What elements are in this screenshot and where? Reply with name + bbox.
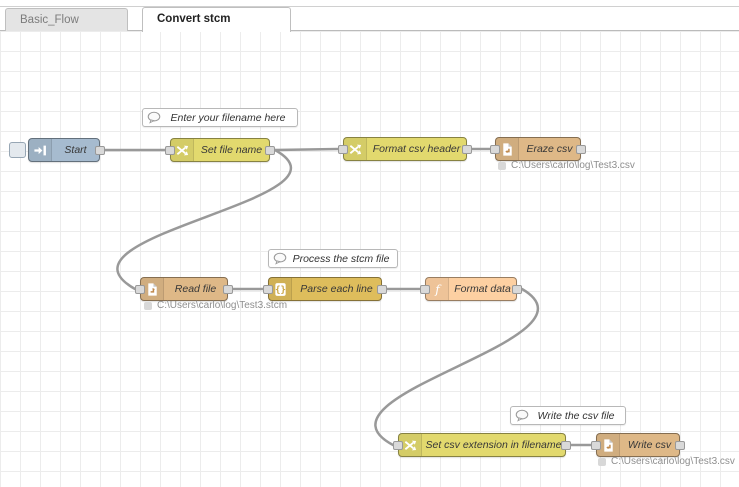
node-label: Read file	[174, 283, 217, 295]
output-port[interactable]	[223, 285, 233, 294]
status-indicator	[144, 301, 152, 310]
node-label: Parse each line	[300, 283, 373, 295]
node-set-csv-extension[interactable]: Set csv extension in filename	[393, 433, 571, 457]
output-port[interactable]	[377, 285, 387, 294]
function-f-icon: f	[426, 278, 449, 300]
output-port[interactable]	[576, 145, 586, 154]
node-label: Format data	[454, 283, 511, 295]
node-label: Eraze csv	[526, 143, 573, 155]
comment-text: Enter your filename here	[170, 111, 286, 124]
node-status-eraze-csv: C:\Users\carlo\log\Test3.csv	[498, 160, 635, 171]
node-status-read-file: C:\Users\carlo\log\Test3.stcm	[144, 300, 287, 311]
wire-setfilename-readfile[interactable]	[116, 148, 293, 291]
svg-text:f: f	[434, 282, 442, 296]
speech-bubble-icon	[143, 111, 165, 124]
input-port[interactable]	[591, 441, 601, 450]
node-write-csv[interactable]: Write csv	[591, 433, 685, 457]
node-label: Set csv extension in filename	[425, 439, 562, 451]
input-port[interactable]	[165, 146, 175, 155]
node-read-file[interactable]: Read file	[135, 277, 233, 301]
workspace-tab-bar: Basic_Flow Convert stcm	[0, 0, 739, 32]
node-format-data[interactable]: f Format data	[420, 277, 522, 301]
file-page-icon	[141, 278, 164, 300]
node-set-file-name[interactable]: Set file name	[165, 138, 275, 162]
input-port[interactable]	[135, 285, 145, 294]
input-port[interactable]	[490, 145, 500, 154]
tab-convert-stcm[interactable]: Convert stcm	[142, 7, 291, 32]
status-text: C:\Users\carlo\log\Test3.csv	[611, 456, 735, 467]
node-format-csv-header[interactable]: Format csv header	[338, 137, 472, 161]
node-label: Write csv	[627, 439, 672, 451]
shuffle-arrows-icon	[171, 139, 194, 161]
speech-bubble-icon	[269, 252, 291, 265]
output-port[interactable]	[462, 145, 472, 154]
tab-bar-top-border	[0, 6, 739, 7]
inject-trigger-button[interactable]	[9, 142, 26, 158]
curly-braces-icon: {}	[269, 278, 292, 300]
output-port[interactable]	[561, 441, 571, 450]
status-indicator	[598, 457, 606, 466]
status-text: C:\Users\carlo\log\Test3.stcm	[157, 300, 288, 311]
node-label: Format csv header	[372, 143, 461, 155]
node-label: Set file name	[200, 144, 263, 156]
input-port[interactable]	[420, 285, 430, 294]
output-port[interactable]	[512, 285, 522, 294]
wire-setfilename-formatcsvheader[interactable]	[273, 147, 340, 152]
input-port[interactable]	[338, 145, 348, 154]
node-start[interactable]: Start	[28, 138, 105, 162]
comment-text: Write the csv file	[537, 409, 615, 422]
output-port[interactable]	[265, 146, 275, 155]
output-port[interactable]	[95, 146, 105, 155]
status-text: C:\Users\carlo\log\Test3.csv	[511, 160, 635, 171]
comment-process-stcm[interactable]: Process the stcm file	[268, 249, 398, 268]
comment-text: Process the stcm file	[292, 252, 390, 265]
svg-text:{}: {}	[275, 285, 286, 295]
shuffle-arrows-icon	[399, 434, 422, 456]
input-port[interactable]	[263, 285, 273, 294]
output-port[interactable]	[675, 441, 685, 450]
comment-write-csv-file[interactable]: Write the csv file	[510, 406, 626, 425]
comment-enter-filename[interactable]: Enter your filename here	[142, 108, 298, 127]
node-status-write-csv: C:\Users\carlo\log\Test3.csv	[598, 456, 735, 467]
speech-bubble-icon	[511, 409, 533, 422]
node-label: Start	[64, 144, 87, 156]
file-page-icon	[496, 138, 519, 160]
tab-basic-flow[interactable]: Basic_Flow	[5, 8, 128, 31]
node-eraze-csv[interactable]: Eraze csv	[490, 137, 586, 161]
file-page-icon	[597, 434, 620, 456]
inject-arrow-icon	[29, 139, 52, 161]
shuffle-arrows-icon	[344, 138, 367, 160]
status-indicator	[498, 161, 506, 170]
wire-formatdata-setcsvextension[interactable]	[374, 287, 540, 447]
input-port[interactable]	[393, 441, 403, 450]
node-parse-each-line[interactable]: {} Parse each line	[263, 277, 387, 301]
